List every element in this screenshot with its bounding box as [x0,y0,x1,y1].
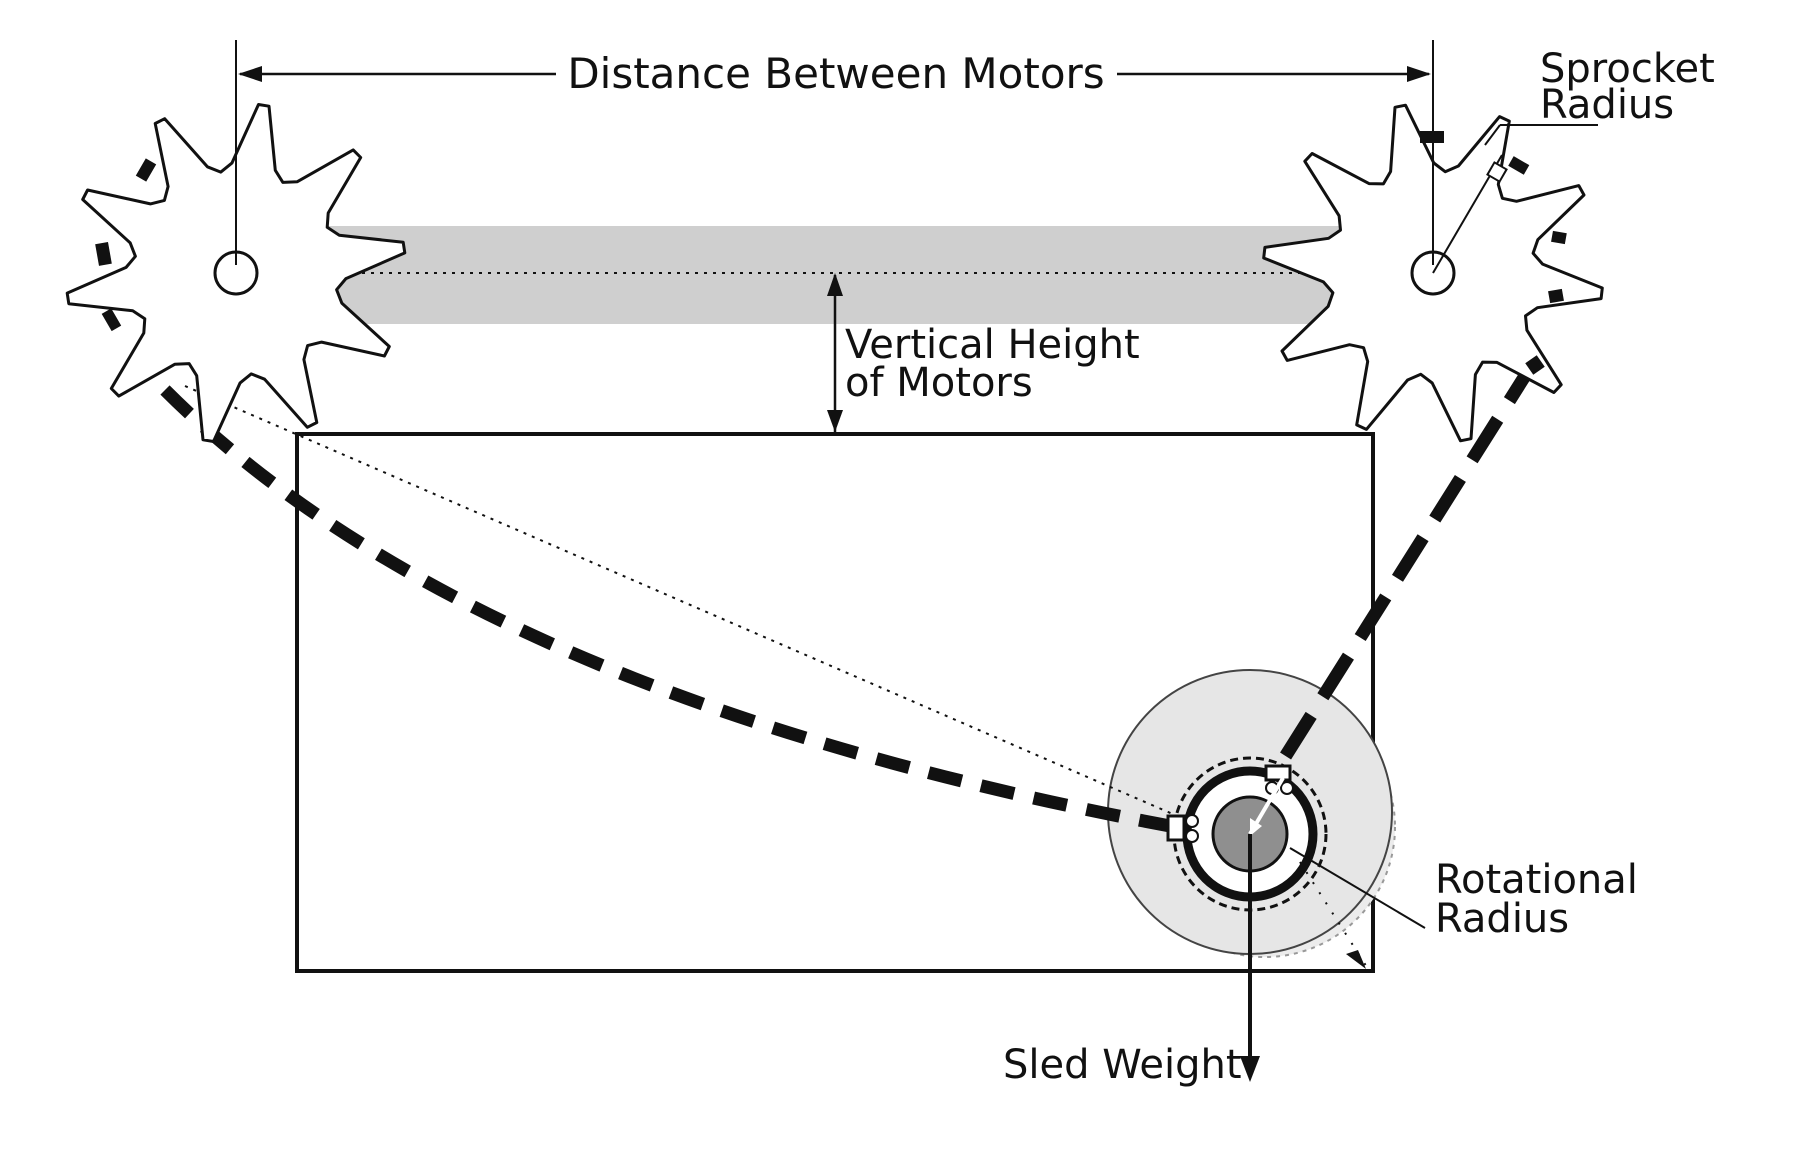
rotational-radius-label-line1: Rotational [1435,857,1638,903]
motor-height-band [320,226,1370,324]
sled-weight-label: Sled Weight [1003,1042,1242,1088]
work-area-rectangle [295,432,1375,973]
left-attachment-bracket [1166,814,1199,843]
distance-between-motors-label: Distance Between Motors [567,49,1104,98]
rotational-radius-label-line2: Radius [1435,896,1569,942]
sprocket-radius-label-line2: Radius [1540,82,1674,128]
right-chain [1272,356,1541,772]
rotational-radius-arrowhead [1250,818,1262,836]
left-sprocket [65,103,407,443]
vertical-height-label-line2: of Motors [845,360,1033,406]
sprocket-radius-label-line1: Sprocket [1540,46,1715,92]
rotational-radius-leader [1289,847,1426,929]
sled-weight-arrowhead [1240,1056,1260,1082]
straight-chain-reference [184,385,1176,816]
rotational-radius-dim-arrowhead [1346,950,1366,969]
left-chain [160,385,1172,833]
vertical-height-label-line1: Vertical Height [845,322,1140,368]
